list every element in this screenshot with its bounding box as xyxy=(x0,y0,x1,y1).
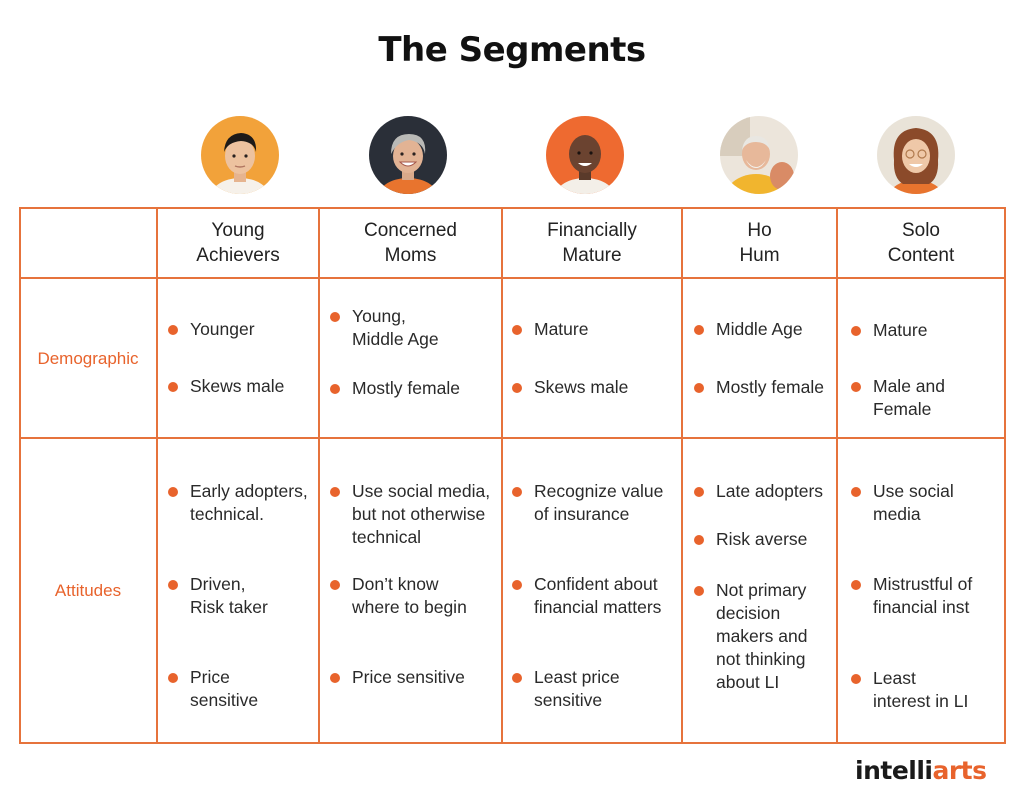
header-concerned-moms: Concerned Moms xyxy=(364,220,457,266)
bullet-dot-icon xyxy=(694,535,704,545)
bullet-item: Driven, Risk taker xyxy=(168,573,268,619)
intelliarts-logo: intelliarts xyxy=(855,756,987,785)
bullet-item: Male and Female xyxy=(851,375,945,421)
bullet-dot-icon xyxy=(851,382,861,392)
bullet-item: Mostly female xyxy=(330,377,460,400)
bullet-item: Risk averse xyxy=(694,528,807,551)
bullet-item: Younger xyxy=(168,318,255,341)
bullet-item: Confident about financial matters xyxy=(512,573,661,619)
header-young-achievers: Young Achievers xyxy=(196,220,280,266)
bullet-item: Price sensitive xyxy=(168,666,258,712)
bullet-dot-icon xyxy=(851,580,861,590)
bullet-item: Skews male xyxy=(168,375,284,398)
header-ho-hum: Ho Hum xyxy=(739,220,780,266)
bullet-dot-icon xyxy=(694,383,704,393)
young-woman-portrait-icon xyxy=(877,116,955,194)
bullet-item: Use social media xyxy=(851,480,954,526)
bullet-item: Least interest in LI xyxy=(851,667,968,713)
avatar-solo-content xyxy=(877,116,955,194)
bullet-dot-icon xyxy=(330,580,340,590)
bullet-item: Not primary decision makers and not thin… xyxy=(694,579,807,694)
bullet-dot-icon xyxy=(851,487,861,497)
bullet-item: Don’t know where to begin xyxy=(330,573,467,619)
bullet-item: Middle Age xyxy=(694,318,803,341)
elderly-man-portrait-icon xyxy=(720,116,798,194)
bullet-item: Late adopters xyxy=(694,480,823,503)
avatar-young-achievers xyxy=(201,116,279,194)
bullet-dot-icon xyxy=(168,325,178,335)
bullet-dot-icon xyxy=(512,383,522,393)
page-title: The Segments xyxy=(378,30,646,70)
bullet-dot-icon xyxy=(694,325,704,335)
bullet-dot-icon xyxy=(851,674,861,684)
bullet-dot-icon xyxy=(330,487,340,497)
bullet-dot-icon xyxy=(512,487,522,497)
bullet-item: Skews male xyxy=(512,376,628,399)
bullet-dot-icon xyxy=(512,325,522,335)
young-man-portrait-icon xyxy=(201,116,279,194)
bullet-item: Mature xyxy=(512,318,588,341)
bullet-dot-icon xyxy=(330,384,340,394)
bullet-dot-icon xyxy=(851,326,861,336)
row-label-attitudes: Attitudes xyxy=(54,581,122,600)
avatar-financially-mature xyxy=(546,116,624,194)
header-solo-content: Solo Content xyxy=(887,220,955,266)
bullet-dot-icon xyxy=(168,487,178,497)
bullet-item: Recognize value of insurance xyxy=(512,480,663,526)
avatar-ho-hum xyxy=(720,116,798,194)
bullet-item: Price sensitive xyxy=(330,666,465,689)
bullet-dot-icon xyxy=(512,673,522,683)
bullet-dot-icon xyxy=(168,580,178,590)
header-financially-mature: Financially Mature xyxy=(547,220,637,266)
bullet-item: Least price sensitive xyxy=(512,666,620,712)
mature-man-portrait-icon xyxy=(546,116,624,194)
bullet-dot-icon xyxy=(330,312,340,322)
bullet-dot-icon xyxy=(694,586,704,596)
bullet-item: Young, Middle Age xyxy=(330,305,439,351)
bullet-dot-icon xyxy=(512,580,522,590)
bullet-dot-icon xyxy=(330,673,340,683)
smiling-woman-portrait-icon xyxy=(369,116,447,194)
bullet-item: Mostly female xyxy=(694,376,824,399)
bullet-item: Mature xyxy=(851,319,927,342)
bullet-dot-icon xyxy=(168,382,178,392)
bullet-item: Mistrustful of financial inst xyxy=(851,573,972,619)
bullet-dot-icon xyxy=(694,487,704,497)
bullet-item: Use social media, but not otherwise tech… xyxy=(330,480,490,549)
avatar-concerned-moms xyxy=(369,116,447,194)
bullet-dot-icon xyxy=(168,673,178,683)
bullet-item: Early adopters, technical. xyxy=(168,480,308,526)
row-label-demographic: Demographic xyxy=(37,349,139,368)
